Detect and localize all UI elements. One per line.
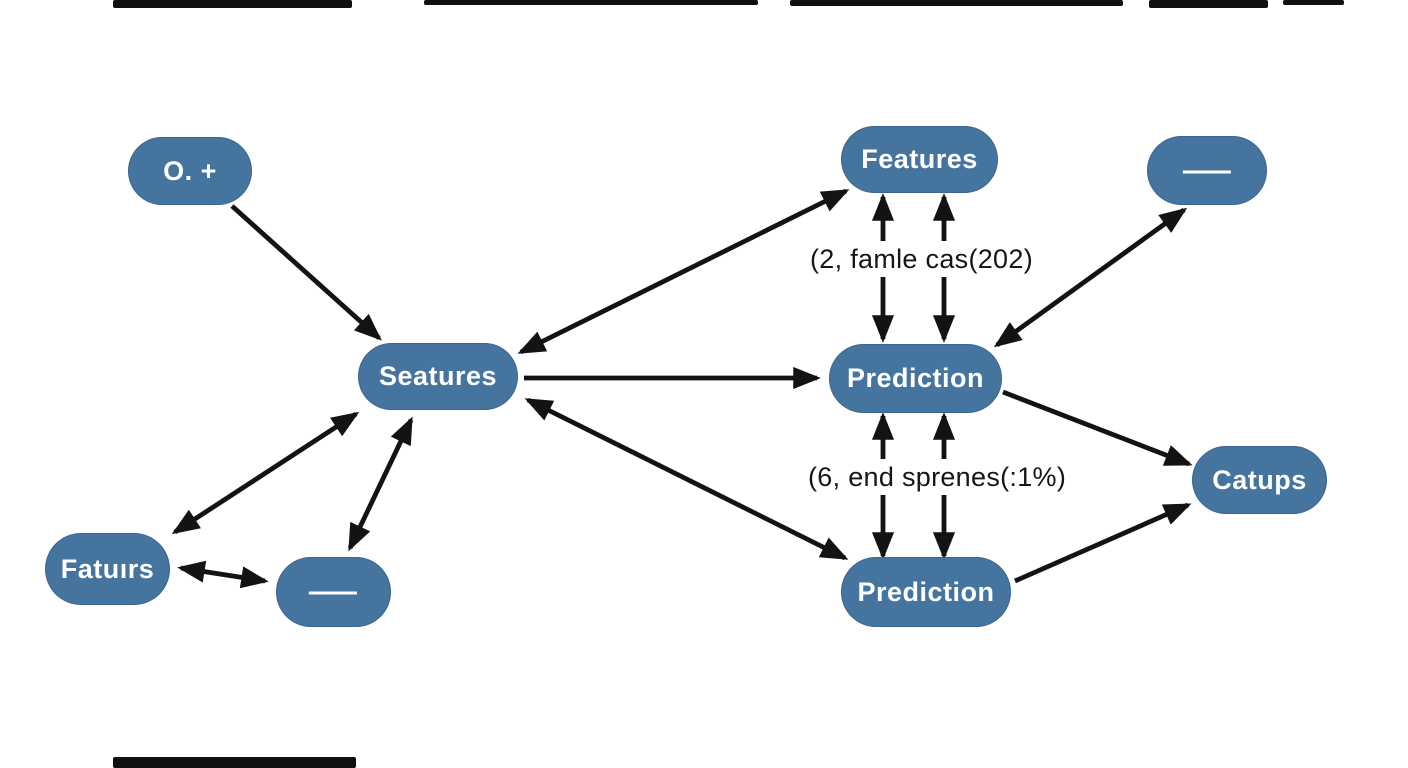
node-faturs-label: Fatuırs	[60, 553, 155, 584]
minus-icon: —	[1182, 153, 1232, 187]
node-seatures: Seatures	[358, 343, 518, 410]
arrow-predictionbottom-to-catups	[1014, 502, 1192, 584]
node-o-plus: O. +	[128, 137, 252, 205]
node-minus-bottom: —	[276, 557, 391, 627]
arrow-minustop-prediction	[993, 207, 1188, 348]
node-prediction-bottom-label: Prediction	[857, 576, 995, 607]
node-minus-top-right: —	[1147, 136, 1267, 205]
node-faturs: Fatuırs	[45, 533, 170, 605]
node-features-label: Features	[861, 144, 978, 174]
arrow-seatures-faturs	[171, 411, 360, 535]
arrow-seatures-minusbottom	[347, 416, 414, 552]
edge-label-features-prediction: (2, famle cas(202)	[810, 241, 1033, 277]
node-features: Features	[841, 126, 998, 193]
arrow-seatures-predictionbottom	[524, 397, 849, 561]
node-catups-label: Catups	[1212, 464, 1307, 495]
node-catups: Catups	[1192, 446, 1327, 514]
cropped-text-artifact	[790, 0, 1123, 6]
minus-icon: —	[309, 575, 358, 608]
cropped-text-artifact	[113, 757, 356, 768]
node-prediction-bottom: Prediction	[841, 557, 1011, 627]
node-prediction-middle: Prediction	[829, 344, 1002, 413]
edge-label-prediction-prediction: (6, end sprenes(:1%)	[808, 459, 1066, 495]
arrow-prediction-to-catups	[1002, 389, 1193, 467]
arrow-seatures-features	[517, 188, 850, 355]
cropped-text-artifact	[113, 0, 352, 8]
cropped-text-artifact	[424, 0, 758, 5]
node-prediction-middle-label: Prediction	[846, 363, 985, 393]
arrow-oplus-to-seatures	[230, 204, 382, 341]
node-seatures-label: Seatures	[378, 361, 498, 391]
cropped-text-artifact	[1149, 0, 1268, 8]
node-o-plus-label: O. +	[163, 155, 217, 186]
arrow-faturs-minusbottom	[177, 560, 269, 589]
cropped-text-artifact	[1283, 0, 1344, 5]
